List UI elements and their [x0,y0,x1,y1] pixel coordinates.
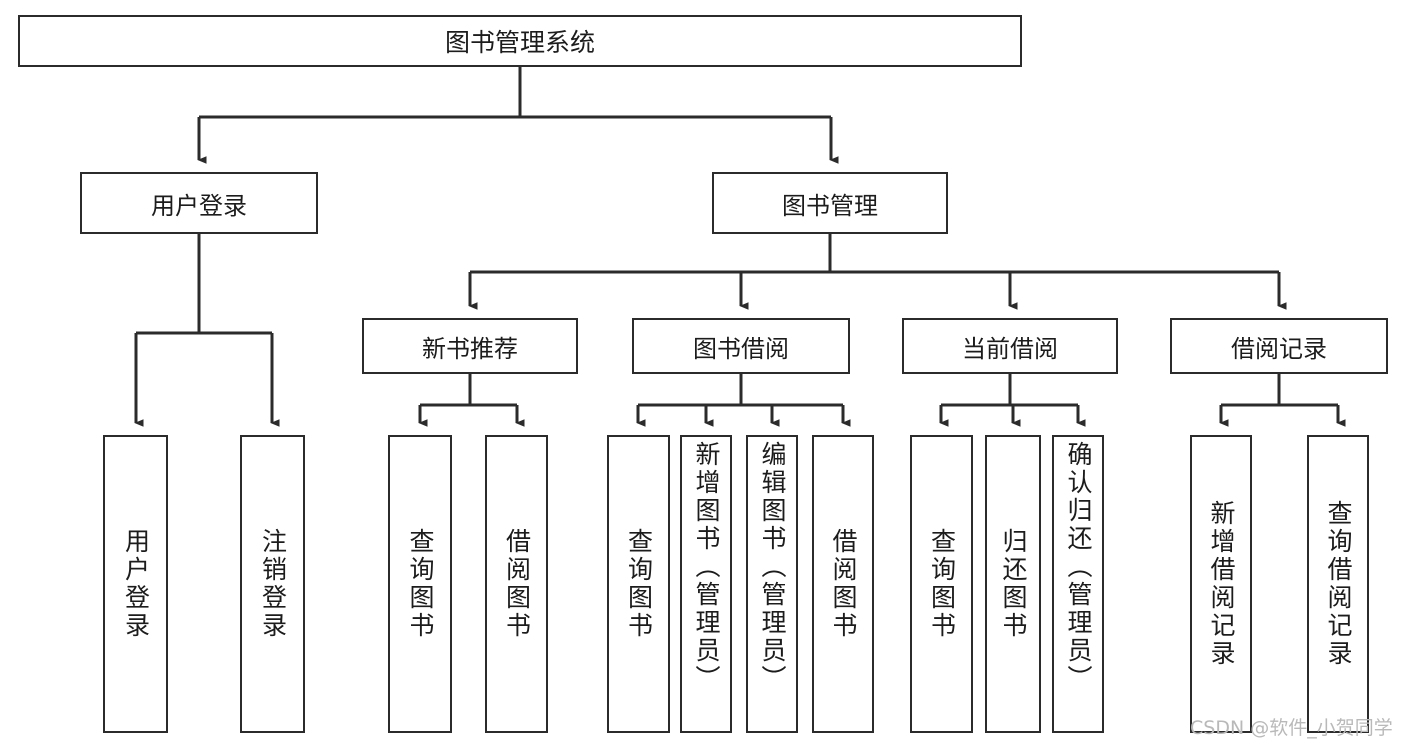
leaf-edit-book-admin[interactable]: 编辑图书（管理员） [746,435,798,733]
leaf-label: 借阅图书 [502,528,532,640]
leaf-user-login[interactable]: 用户登录 [103,435,168,733]
leaf-label: 新增借阅记录 [1207,500,1236,668]
node-new-book-recommend[interactable]: 新书推荐 [362,318,578,374]
node-label: 新书推荐 [422,334,518,363]
node-root[interactable]: 图书管理系统 [18,15,1022,67]
leaf-label: 查询图书 [624,528,654,640]
leaf-borrow-book[interactable]: 借阅图书 [812,435,874,733]
leaf-label: 查询图书 [927,528,957,640]
leaf-label: 用户登录 [121,528,151,640]
leaf-label: 查询图书 [406,528,435,640]
node-label: 当前借阅 [962,334,1058,363]
leaf-logout[interactable]: 注销登录 [240,435,305,733]
leaf-query-book-borrow[interactable]: 查询图书 [607,435,670,733]
leaf-return-book[interactable]: 归还图书 [985,435,1041,733]
leaf-label: 新增图书（管理员） [692,441,721,693]
leaf-query-book-recommend[interactable]: 查询图书 [388,435,452,733]
leaf-label: 确认归还（管理员） [1064,441,1093,693]
leaf-label: 查询借阅记录 [1324,500,1353,668]
leaf-query-book-current[interactable]: 查询图书 [910,435,973,733]
leaf-label: 归还图书 [999,528,1028,640]
leaf-label: 编辑图书（管理员） [758,441,787,693]
node-root-label: 图书管理系统 [444,28,595,57]
node-label: 借阅记录 [1231,334,1327,363]
node-label: 图书借阅 [693,334,789,363]
leaf-label: 注销登录 [258,528,288,640]
node-borrow-record[interactable]: 借阅记录 [1170,318,1388,374]
leaf-borrow-book-recommend[interactable]: 借阅图书 [485,435,548,733]
leaf-add-book-admin[interactable]: 新增图书（管理员） [680,435,732,733]
node-user-login[interactable]: 用户登录 [80,172,318,234]
watermark: CSDN @软件_小贺同学 [1190,717,1393,739]
leaf-label: 借阅图书 [829,528,858,640]
leaf-confirm-return-admin[interactable]: 确认归还（管理员） [1052,435,1104,733]
leaf-add-borrow-record[interactable]: 新增借阅记录 [1190,435,1252,733]
node-label: 图书管理 [782,191,878,220]
node-book-management[interactable]: 图书管理 [712,172,948,234]
node-book-borrow[interactable]: 图书借阅 [632,318,850,374]
node-current-borrow[interactable]: 当前借阅 [902,318,1118,374]
leaf-query-borrow-record[interactable]: 查询借阅记录 [1307,435,1369,733]
node-label: 用户登录 [151,191,247,220]
